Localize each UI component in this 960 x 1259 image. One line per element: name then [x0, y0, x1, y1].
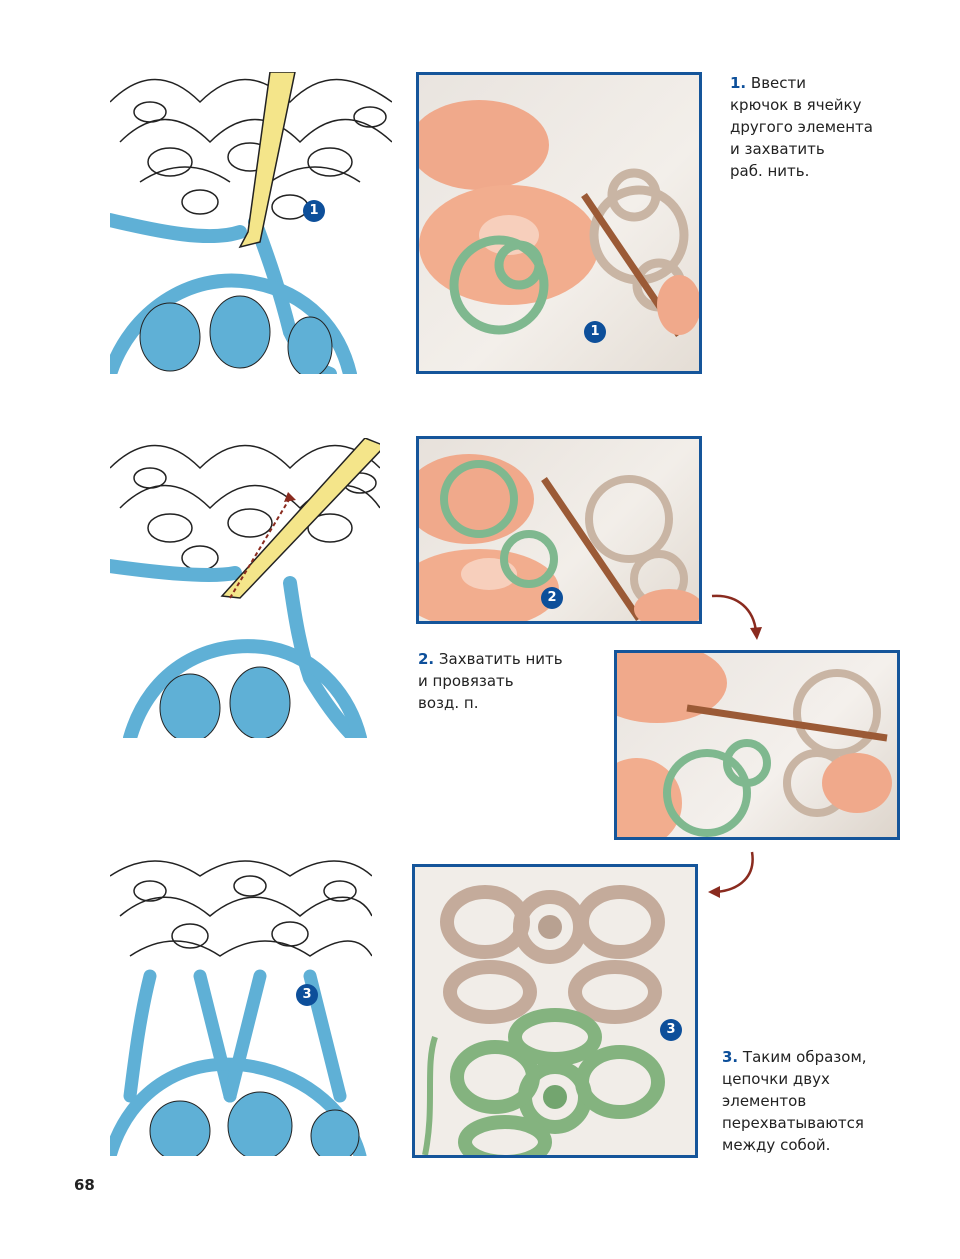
step-2-line-1: Захватить нить: [438, 650, 563, 668]
step-2-line-2: и провязать: [418, 672, 514, 690]
page-number: 68: [74, 1176, 95, 1194]
step-1-line-4: и захватить: [730, 140, 825, 158]
step-3-line-1: Таким образом,: [742, 1048, 867, 1066]
arrow-to-step-3: [708, 851, 754, 898]
photo-step-3: 3: [412, 864, 698, 1158]
step-3-line-2: цепочки двух: [722, 1070, 830, 1088]
step-3-photo-badge: 3: [660, 1019, 682, 1041]
diagram-step-1: [110, 72, 392, 374]
photo-step-2a: 2: [416, 436, 702, 624]
step-3-number: 3.: [722, 1048, 739, 1066]
step-1-line-2: крючок в ячейку: [730, 96, 862, 114]
step-1-line-3: другого элемента: [730, 118, 873, 136]
photo-step-1: 1: [416, 72, 702, 374]
step-2-number: 2.: [418, 650, 435, 668]
diagram-step-2: [110, 438, 380, 738]
step-2-text: 2. Захватить нить и провязать возд. п.: [418, 648, 598, 714]
step-2-line-3: возд. п.: [418, 694, 479, 712]
step-3-line-4: перехватываются: [722, 1114, 864, 1132]
photo-step-2b: [614, 650, 900, 840]
step-3-diagram-badge: 3: [296, 984, 318, 1006]
step-3-text: 3. Таким образом, цепочки двух элементов…: [722, 1046, 932, 1156]
step-2-photo-badge: 2: [541, 587, 563, 609]
step-3-line-3: элементов: [722, 1092, 807, 1110]
step-1-number: 1.: [730, 74, 747, 92]
step-1-text: 1. Ввести крючок в ячейку другого элемен…: [730, 72, 930, 182]
step-1-photo-badge: 1: [584, 321, 606, 343]
arrow-to-step-2b: [711, 594, 762, 640]
diagram-step-3: [110, 856, 372, 1156]
step-1-diagram-badge: 1: [303, 200, 325, 222]
step-1-line-5: раб. нить.: [730, 162, 810, 180]
step-3-line-5: между собой.: [722, 1136, 831, 1154]
step-1-line-1: Ввести: [750, 74, 807, 92]
